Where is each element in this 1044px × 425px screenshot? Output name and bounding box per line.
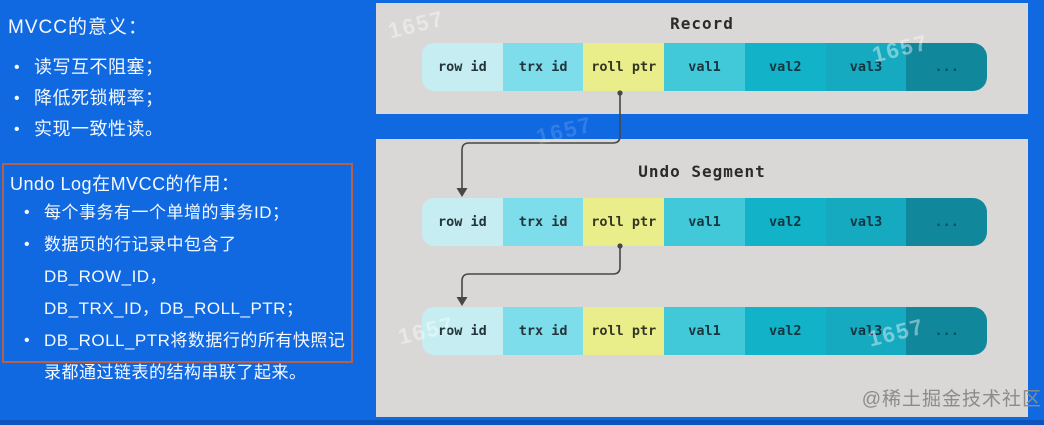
undo-log-note-box: Undo Log在MVCC的作用： • 每个事务有一个单增的事务ID； • 数据… [2,163,353,382]
cell-row-id: row id [422,198,503,246]
undo-log-title: Undo Log在MVCC的作用： [10,174,240,194]
bullet-icon: • [24,236,30,253]
cell-val2: val2 [744,43,826,91]
list-item: • 每个事务有一个单增的事务ID； [10,197,351,229]
list-item-text: DB_ROLL_PTR将数据行的所有快照记 [44,331,346,350]
list-item: • 读写互不阻塞； [0,52,376,83]
cell-more: ... [906,43,987,91]
cell-row-id: row id [422,307,503,355]
bullet-icon: • [14,121,20,138]
cell-val1: val1 [664,198,745,246]
list-item-text: 数据页的行记录中包含了DB_ROW_ID， [44,235,237,286]
juejin-community-watermark: @稀土掘金技术社区 [861,389,1042,410]
bullet-icon: • [14,59,20,76]
cell-val2: val2 [744,198,826,246]
cell-val1: val1 [664,307,745,355]
cell-trx-id: trx id [502,43,584,91]
list-item-text: DB_TRX_ID，DB_ROLL_PTR； [44,299,304,318]
mvcc-meaning-title: MVCC的意义： [8,17,148,38]
cell-more: ... [906,307,987,355]
cell-val1: val1 [664,43,745,91]
list-item: • 数据页的行记录中包含了DB_ROW_ID， [10,229,351,293]
list-item: • 降低死锁概率； [0,83,376,114]
list-item-continuation: DB_TRX_ID，DB_ROLL_PTR； [10,293,351,325]
cell-val3: val3 [825,198,907,246]
mvcc-meaning-list: • 读写互不阻塞； • 降低死锁概率； • 实现一致性读。 [0,52,376,145]
left-text-panel: MVCC的意义： • 读写互不阻塞； • 降低死锁概率； • 实现一致性读。 U… [0,0,376,425]
list-item-text: 每个事务有一个单增的事务ID； [44,203,290,222]
list-item-continuation: 录都通过链表的结构串联了起来。 [10,357,351,389]
cell-val3: val3 [825,307,907,355]
bullet-icon: • [24,204,30,221]
bullet-icon: • [24,332,30,349]
bottom-edge-strip [0,420,1044,425]
list-item-text: 录都通过链表的结构串联了起来。 [44,363,307,382]
bullet-icon: • [14,90,20,107]
cell-trx-id: trx id [502,198,584,246]
cell-more: ... [906,198,987,246]
cell-roll-ptr: roll ptr [583,198,665,246]
cell-val3: val3 [825,43,907,91]
cell-row-id: row id [422,43,503,91]
undo-log-list: • 每个事务有一个单增的事务ID； • 数据页的行记录中包含了DB_ROW_ID… [10,197,351,389]
cell-val2: val2 [744,307,826,355]
list-item-text: 读写互不阻塞； [34,57,164,77]
list-item-text: 降低死锁概率； [34,88,164,108]
record-panel-title: Record [670,14,734,33]
undo-segment-panel-title: Undo Segment [638,162,766,181]
list-item: • 实现一致性读。 [0,114,376,145]
list-item: • DB_ROLL_PTR将数据行的所有快照记 [10,325,351,357]
cell-roll-ptr: roll ptr [583,307,665,355]
cell-roll-ptr: roll ptr [583,43,665,91]
list-item-text: 实现一致性读。 [34,119,164,139]
cell-trx-id: trx id [502,307,584,355]
